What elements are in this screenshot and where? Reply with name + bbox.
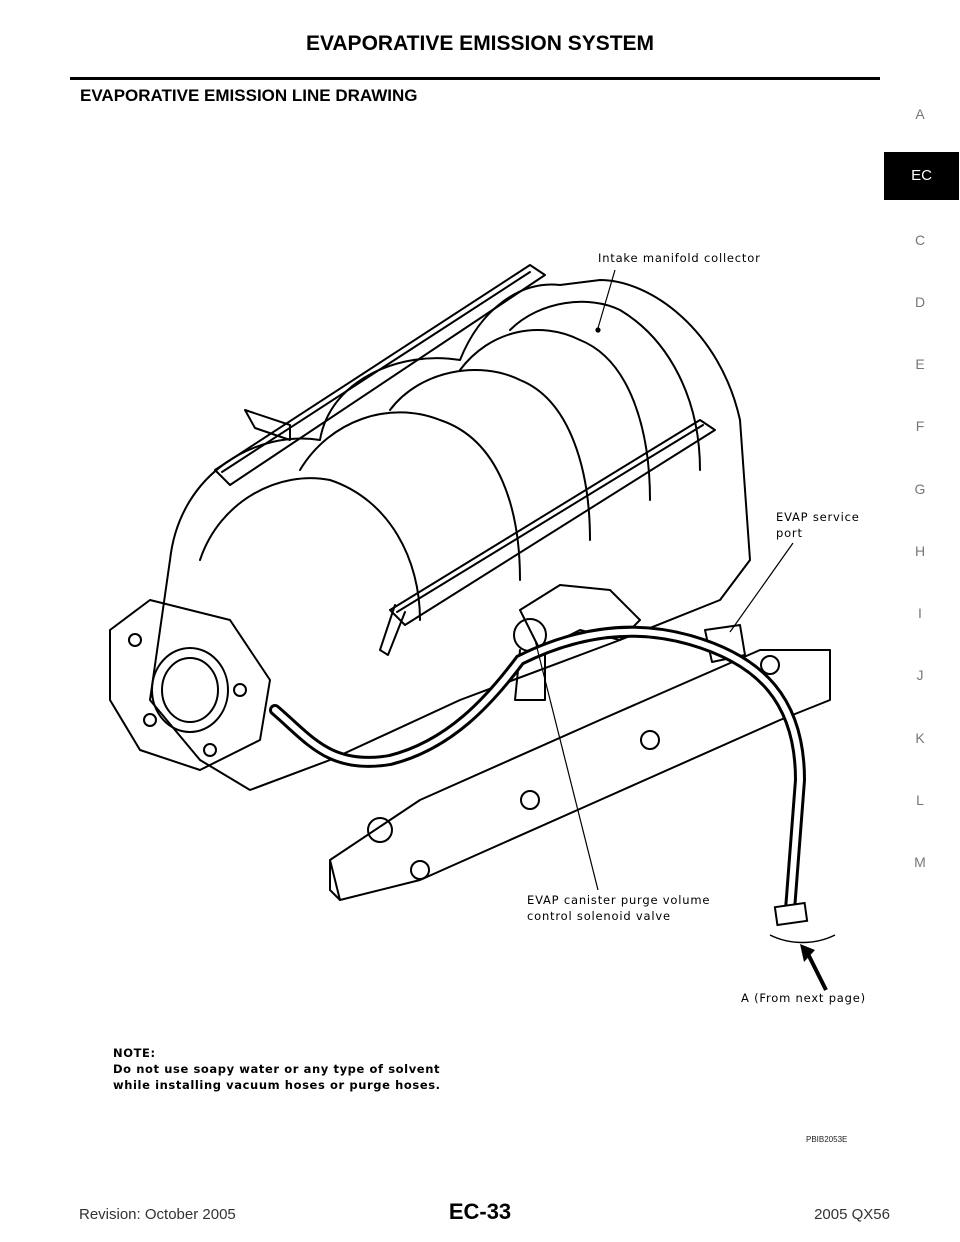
runner-2 xyxy=(299,411,521,581)
tab-i[interactable]: I xyxy=(918,605,922,621)
header-rule xyxy=(70,77,880,80)
gasket-rail-top xyxy=(214,264,546,486)
purge-hose xyxy=(269,625,807,916)
throttle-body xyxy=(109,599,271,771)
tab-j[interactable]: J xyxy=(916,667,924,683)
collector-body xyxy=(149,279,751,791)
runner-3 xyxy=(389,369,591,541)
hose-clamp xyxy=(773,901,809,927)
label-evap-service-port: EVAP service port xyxy=(776,510,860,540)
tab-c[interactable]: C xyxy=(914,232,926,248)
leader-purge-valve xyxy=(534,639,599,891)
leader-service-port xyxy=(729,542,794,633)
top-fitting xyxy=(244,409,291,441)
note-line-2: while installing vacuum hoses or purge h… xyxy=(113,1078,441,1092)
label-intake-manifold-collector: Intake manifold collector xyxy=(598,251,761,265)
tab-a[interactable]: A xyxy=(915,106,925,122)
runner-5 xyxy=(509,300,701,471)
tab-h[interactable]: H xyxy=(914,543,926,559)
tab-e[interactable]: E xyxy=(915,356,925,372)
tab-ec[interactable]: EC xyxy=(884,152,959,200)
footer-model: 2005 QX56 xyxy=(814,1206,890,1223)
page-header-title: EVAPORATIVE EMISSION SYSTEM xyxy=(305,32,655,55)
runner-1 xyxy=(199,477,421,621)
tab-d[interactable]: D xyxy=(914,294,926,310)
footer-revision: Revision: October 2005 xyxy=(79,1206,236,1223)
manifold-base-flange xyxy=(329,649,831,901)
throttle-bore xyxy=(151,647,229,733)
tab-f[interactable]: F xyxy=(915,418,925,434)
label-from-next-page: A (From next page) xyxy=(741,991,866,1005)
label-evap-canister-purge-valve: EVAP canister purge volume control solen… xyxy=(527,893,711,923)
gasket-rail-lower xyxy=(389,419,716,626)
figure-note: NOTE: Do not use soapy water or any type… xyxy=(113,1045,441,1093)
figure-code: PBIB2053E xyxy=(806,1135,848,1144)
leader-intake-collector xyxy=(597,269,616,329)
tab-g[interactable]: G xyxy=(914,481,926,497)
note-title: NOTE: xyxy=(113,1046,156,1060)
arrow-a xyxy=(804,949,828,991)
note-line-1: Do not use soapy water or any type of so… xyxy=(113,1062,441,1076)
tab-k[interactable]: K xyxy=(915,730,925,746)
tab-m[interactable]: M xyxy=(914,854,926,870)
side-fitting xyxy=(379,604,406,656)
tab-l[interactable]: L xyxy=(916,792,924,808)
runner-4 xyxy=(459,329,651,501)
footer-page-number: EC-33 xyxy=(448,1199,512,1224)
section-heading: EVAPORATIVE EMISSION LINE DRAWING xyxy=(80,86,418,105)
